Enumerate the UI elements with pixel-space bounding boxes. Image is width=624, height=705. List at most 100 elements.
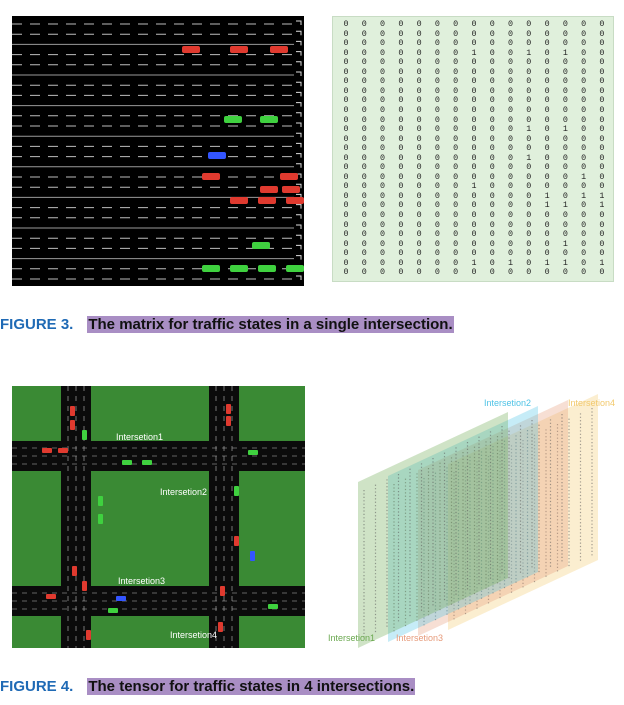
vehicle-icon: [98, 514, 103, 524]
vehicle-icon: [116, 596, 126, 601]
vehicle-icon: [70, 420, 75, 430]
vehicle-icon: [270, 46, 288, 53]
vehicle-icon: [86, 630, 91, 640]
vehicle-icon: [98, 496, 103, 506]
figure-4-caption: FIGURE 4. The tensor for traffic states i…: [0, 678, 416, 695]
road-network-drawing: [12, 386, 305, 648]
turn-arrow-icon: [296, 61, 302, 66]
figure-3-label: FIGURE 3.: [0, 316, 74, 333]
turn-arrow-icon: [296, 142, 302, 148]
turn-arrow-icon: [296, 30, 302, 36]
four-intersection-map: Intersetion1 Intersetion2 Intersetion3 I…: [12, 386, 305, 648]
vehicle-icon: [234, 486, 239, 496]
vehicle-icon: [248, 450, 258, 455]
vehicle-icon: [234, 536, 239, 546]
vehicle-icon: [282, 186, 300, 193]
turn-arrow-icon: [296, 81, 302, 87]
vehicle-icon: [46, 594, 56, 599]
vehicle-icon: [82, 430, 87, 440]
vehicle-icon: [202, 265, 220, 272]
vehicle-icon: [70, 406, 75, 416]
turn-arrow-icon: [296, 234, 302, 240]
figure-4-label: FIGURE 4.: [0, 678, 74, 695]
turn-arrow-icon: [296, 91, 302, 97]
turn-arrow-icon: [296, 51, 302, 56]
vehicle-icon: [286, 197, 304, 204]
figure-3-caption-text: The matrix for traffic states in a singl…: [87, 316, 454, 333]
turn-arrow-icon: [296, 224, 302, 229]
tensor-label-intersection1: Intersetion1: [328, 633, 376, 643]
vehicle-icon: [286, 265, 304, 272]
turn-arrow-icon: [296, 132, 302, 138]
vehicle-icon: [258, 265, 276, 272]
turn-arrow-icon: [296, 244, 302, 250]
vehicle-icon: [226, 416, 231, 426]
tensor-label-intersection4: Intersetion4: [568, 398, 616, 408]
vehicle-icon: [224, 116, 242, 123]
vehicle-icon: [42, 448, 52, 453]
turn-arrow-icon: [296, 40, 302, 46]
turn-arrow-icon: [296, 20, 302, 25]
vehicle-icon: [230, 46, 248, 53]
vehicle-icon: [250, 551, 255, 561]
turn-arrow-icon: [296, 163, 302, 168]
turn-arrow-icon: [296, 153, 302, 158]
tensor-layers-drawing: [358, 394, 598, 648]
vehicle-icon: [182, 46, 200, 53]
tensor-label-intersection2: Intersetion2: [484, 398, 532, 408]
turn-arrow-icon: [296, 275, 302, 280]
figure-4-caption-text: The tensor for traffic states in 4 inter…: [87, 678, 416, 695]
vehicle-icon: [230, 197, 248, 204]
vehicle-icon: [252, 242, 270, 249]
vehicle-icon: [108, 608, 118, 613]
traffic-simulation-image: [12, 16, 304, 286]
vehicle-icon: [260, 186, 278, 193]
map-label-intersection2: Intersetion2: [160, 487, 208, 497]
vehicle-icon: [260, 116, 278, 123]
vehicle-icon: [208, 152, 226, 159]
vehicle-icon: [280, 173, 298, 180]
vehicle-icon: [72, 566, 77, 576]
traffic-state-tensor: Intersetion1 Intersetion2 Intersetion3 I…: [322, 390, 624, 650]
turn-arrow-icon: [296, 122, 302, 127]
vehicle-icon: [122, 460, 132, 465]
turn-arrow-icon: [296, 214, 302, 219]
turn-arrow-icon: [296, 112, 302, 117]
turn-arrow-icon: [296, 183, 302, 189]
vehicle-icon: [258, 197, 276, 204]
vehicle-icon: [268, 604, 278, 609]
vehicle-icon: [230, 265, 248, 272]
vehicle-icon: [202, 173, 220, 180]
turn-arrow-icon: [296, 102, 302, 107]
vehicle-icon: [82, 581, 87, 591]
vehicle-icon: [142, 460, 152, 465]
turn-arrow-icon: [296, 204, 302, 209]
map-label-intersection4: Intersetion4: [170, 630, 218, 640]
turn-arrow-icon: [296, 255, 302, 260]
turn-arrow-icon: [296, 71, 302, 76]
